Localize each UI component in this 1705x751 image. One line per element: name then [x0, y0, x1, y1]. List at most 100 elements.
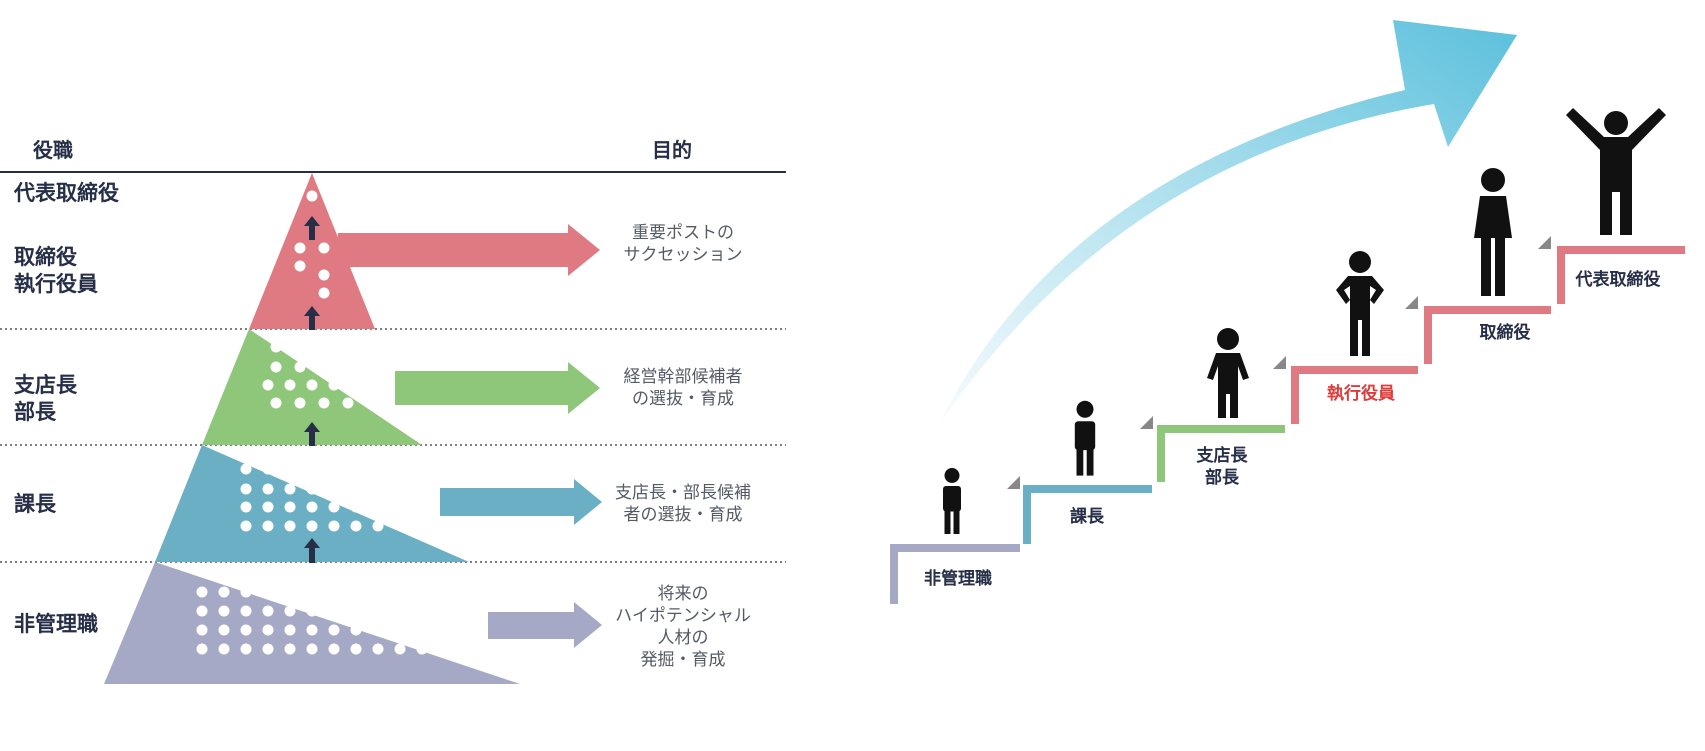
pyramid-dot: [394, 605, 406, 617]
pyramid-dot: [306, 520, 318, 532]
pyramid-dot: [318, 397, 330, 409]
pyramid-dot: [318, 341, 330, 353]
purpose-arrow-non-manager: [488, 602, 602, 648]
pyramid-dot: [294, 361, 306, 373]
pyramid-dot: [350, 379, 362, 391]
pyramid-dot: [318, 269, 330, 281]
pyramid-dot: [328, 483, 340, 495]
pyramid-dot: [262, 605, 274, 617]
pyramid-dot: [196, 586, 208, 598]
step-section-chief: [1023, 485, 1152, 544]
pyramid-dot: [262, 643, 274, 655]
pyramid-dot: [284, 520, 296, 532]
pyramid-dot: [306, 643, 318, 655]
pyramid-dot: [328, 624, 340, 636]
pyramid-dot: [350, 643, 362, 655]
pyramid-dot: [350, 483, 362, 495]
pyramid-dot: [284, 586, 296, 598]
pyramid-dot: [240, 624, 252, 636]
pyramid-dot: [350, 586, 362, 598]
role-label-branch-manager: 支店長 部長: [14, 373, 77, 424]
pyramid-dot: [284, 463, 296, 475]
pyramid-dot: [262, 520, 274, 532]
pyramid-dots: [196, 190, 428, 655]
pyramid-dot: [196, 643, 208, 655]
pyramid-dot: [350, 624, 362, 636]
person-icon: [1336, 251, 1384, 356]
person-icon: [943, 468, 961, 534]
pyramid-dot: [416, 586, 428, 598]
pyramid-dot: [196, 605, 208, 617]
pyramid-dot: [262, 463, 274, 475]
pyramid-dot: [372, 520, 384, 532]
step-label-section-chief: 課長: [1070, 507, 1104, 527]
pyramid-dot: [416, 605, 428, 617]
pyramid-dot: [394, 586, 406, 598]
purpose-arrow-section-chief: [440, 479, 602, 525]
purpose-text-section-chief: 支店長・部長候補 者の選抜・育成: [615, 483, 751, 525]
pyramid-dot: [284, 624, 296, 636]
step-label-director: 取締役: [1479, 323, 1531, 343]
pyramid-dot: [328, 586, 340, 598]
pyramid-dot: [294, 242, 306, 254]
pyramid-dot: [270, 361, 282, 373]
purpose-text-executive: 重要ポストの サクセッション: [623, 223, 743, 265]
pyramid-dot: [350, 605, 362, 617]
pyramid-dot: [284, 483, 296, 495]
pyramid-dot: [416, 624, 428, 636]
pyramid-dot: [342, 361, 354, 373]
pyramid-dot: [394, 643, 406, 655]
pyramid-dot: [262, 501, 274, 513]
growth-arrow: [940, 20, 1517, 423]
pyramid-dot: [262, 586, 274, 598]
pyramid-dot: [328, 520, 340, 532]
step-director: [1424, 306, 1551, 364]
pyramid-dot: [372, 586, 384, 598]
pyramid-dot: [342, 341, 354, 353]
pyramid-tier-non-manager: [104, 562, 520, 684]
staircase: [890, 246, 1685, 604]
pyramid-dot: [218, 605, 230, 617]
person-icon: [1074, 400, 1096, 476]
person-icon: [1207, 328, 1249, 418]
pyramid-dot: [218, 643, 230, 655]
pyramid-dot: [240, 501, 252, 513]
person-icon-cheering: [1566, 108, 1666, 235]
pyramid-dot: [262, 624, 274, 636]
pyramid-dot: [294, 341, 306, 353]
pyramid-dot: [306, 605, 318, 617]
pyramid-tier-executive: [249, 173, 375, 329]
pyramid-dot: [240, 520, 252, 532]
pyramid-dot: [306, 463, 318, 475]
pyramid-dot: [294, 260, 306, 272]
pyramid-dot: [284, 501, 296, 513]
purpose-text-non-manager: 将来の ハイポテンシャル 人材の 発掘・育成: [615, 584, 751, 670]
pyramid-dot: [218, 624, 230, 636]
pyramid-dot: [284, 643, 296, 655]
purpose-arrow-branch-manager: [395, 362, 600, 414]
pyramid-dot: [350, 463, 362, 475]
pyramid-dot: [262, 483, 274, 495]
pyramid-dot: [350, 520, 362, 532]
pyramid-dot: [328, 463, 340, 475]
step-label-representative-director: 代表取締役: [1575, 270, 1661, 290]
step-non-manager: [890, 544, 1020, 604]
pyramid-dot: [416, 643, 428, 655]
pyramid-dot: [240, 586, 252, 598]
step-executive-officer: [1291, 366, 1418, 424]
pyramid-dot: [218, 586, 230, 598]
step-branch-manager: [1157, 425, 1285, 482]
pyramid-dot: [240, 483, 252, 495]
pyramid-dot: [394, 624, 406, 636]
role-label-section-chief: 課長: [14, 492, 56, 516]
pyramid-dot: [306, 190, 318, 202]
pyramid-dot: [262, 379, 274, 391]
step-label-executive-officer: 執行役員: [1327, 384, 1395, 404]
pyramid-dot: [372, 624, 384, 636]
pyramid-dot: [306, 379, 318, 391]
pyramid-dot: [306, 501, 318, 513]
pyramid-dot: [284, 379, 296, 391]
role-label-non-manager: 非管理職: [14, 612, 98, 636]
role-header: 役職: [33, 138, 73, 162]
